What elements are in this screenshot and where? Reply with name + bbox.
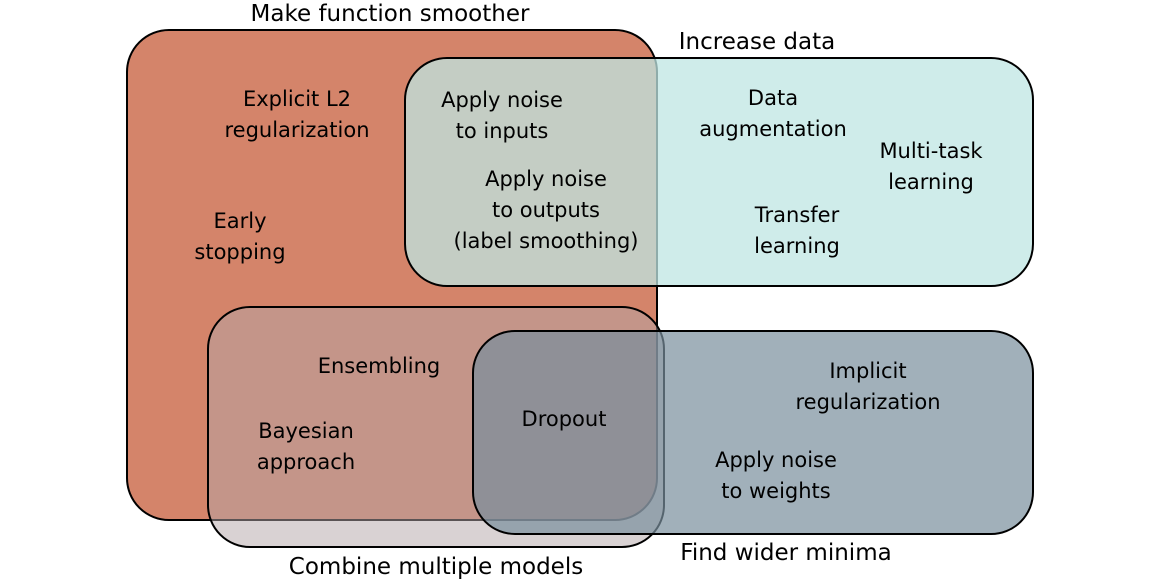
item-data-augmentation: Data augmentation bbox=[699, 86, 847, 141]
item-implicit-regularization-line-1: Implicit bbox=[829, 359, 906, 383]
item-explicit-l2-regularization: Explicit L2 regularization bbox=[224, 87, 369, 142]
item-apply-noise-to-inputs: Apply noise to inputs bbox=[441, 88, 563, 143]
item-transfer-learning: Transfer learning bbox=[754, 203, 840, 258]
item-implicit-regularization-line-2: regularization bbox=[795, 390, 940, 414]
item-explicit-l2-regularization-line-1: Explicit L2 bbox=[243, 87, 351, 111]
item-apply-noise-to-outputs: Apply noise to outputs (label smoothing) bbox=[454, 167, 639, 253]
item-bayesian-approach: Bayesian approach bbox=[257, 419, 355, 474]
item-ensembling-line-1: Ensembling bbox=[318, 354, 441, 378]
item-apply-noise-to-inputs-line-2: to inputs bbox=[456, 119, 549, 143]
region-increase-data bbox=[404, 57, 1034, 287]
item-implicit-regularization: Implicit regularization bbox=[795, 359, 940, 414]
item-dropout-line-1: Dropout bbox=[522, 407, 607, 431]
item-explicit-l2-regularization-line-2: regularization bbox=[224, 118, 369, 142]
item-multi-task-learning-line-1: Multi-task bbox=[879, 139, 983, 163]
item-early-stopping: Early stopping bbox=[194, 209, 285, 264]
item-multi-task-learning-line-2: learning bbox=[888, 170, 974, 194]
item-apply-noise-to-outputs-line-3: (label smoothing) bbox=[454, 229, 639, 253]
item-dropout: Dropout bbox=[522, 407, 607, 431]
item-apply-noise-to-weights: Apply noise to weights bbox=[715, 448, 837, 503]
item-early-stopping-line-1: Early bbox=[213, 209, 266, 233]
item-apply-noise-to-inputs-line-1: Apply noise bbox=[441, 88, 563, 112]
item-data-augmentation-line-1: Data bbox=[748, 86, 798, 110]
item-bayesian-approach-line-1: Bayesian bbox=[258, 419, 354, 443]
item-bayesian-approach-line-2: approach bbox=[257, 450, 355, 474]
label-combine-multiple-models: Combine multiple models bbox=[289, 554, 583, 580]
item-data-augmentation-line-2: augmentation bbox=[699, 117, 847, 141]
label-find-wider-minima: Find wider minima bbox=[680, 540, 891, 566]
item-apply-noise-to-weights-line-2: to weights bbox=[721, 479, 831, 503]
item-apply-noise-to-outputs-line-2: to outputs bbox=[492, 198, 600, 222]
label-increase-data: Increase data bbox=[679, 29, 835, 55]
item-transfer-learning-line-1: Transfer bbox=[754, 203, 840, 227]
region-find-wider-minima bbox=[472, 330, 1034, 535]
item-apply-noise-to-outputs-line-1: Apply noise bbox=[485, 167, 607, 191]
item-multi-task-learning: Multi-task learning bbox=[879, 139, 983, 194]
item-transfer-learning-line-2: learning bbox=[754, 234, 840, 258]
item-ensembling: Ensembling bbox=[318, 354, 441, 378]
item-early-stopping-line-2: stopping bbox=[194, 240, 285, 264]
item-apply-noise-to-weights-line-1: Apply noise bbox=[715, 448, 837, 472]
label-make-function-smoother: Make function smoother bbox=[251, 1, 530, 27]
